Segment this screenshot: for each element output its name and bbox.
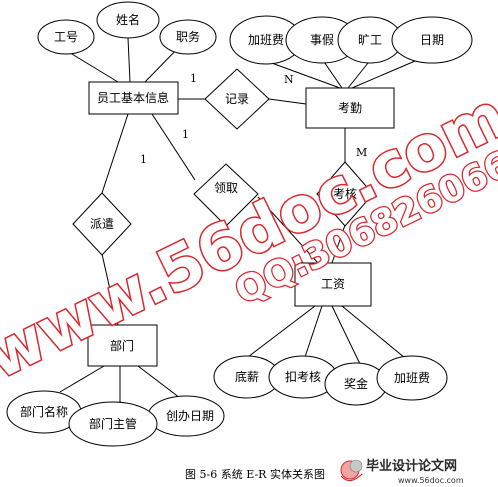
cardinality-receive-employee: 1 (182, 128, 189, 141)
brand-url: www.56doc.com (398, 476, 464, 485)
cardinality-assess-attendance: M (356, 146, 367, 159)
entity-attendance-label: 考勤 (338, 101, 362, 115)
line-department-attr-3 (137, 365, 181, 399)
entity-attendance (305, 87, 395, 129)
attr-employee-id (37, 19, 95, 55)
attr-department-manager-label: 部门主管 (89, 416, 137, 431)
attr-salary-deduct-label: 扣考核 (285, 370, 321, 384)
salary-attributes: 底薪 扣考核 奖金 加班费 (213, 355, 448, 406)
entity-department-label: 部门 (110, 338, 134, 353)
relationship-record (204, 68, 270, 130)
line-employee-receive (151, 113, 196, 181)
entity-salary (294, 262, 372, 307)
watermark-url: www.56doc.com (0, 78, 498, 393)
attr-employee-title-label: 职务 (176, 29, 200, 44)
brand-icon (340, 459, 363, 482)
relationship-receive-label: 领取 (214, 181, 238, 195)
line-salary-attr-1 (247, 305, 316, 358)
entity-department (87, 324, 158, 367)
entity-salary-label: 工资 (321, 277, 345, 291)
figure-caption: 图 5-6 系统 E-R 实体关系图 (185, 467, 325, 481)
relationship-dispatch (72, 192, 132, 256)
line-receive-salary (257, 196, 319, 264)
line-assess-salary (331, 224, 346, 264)
line-dispatch-department (101, 253, 119, 326)
attr-employee-title (159, 19, 217, 55)
line-salary-attr-2 (304, 305, 323, 358)
attr-department-creation-date-label: 创办日期 (166, 408, 214, 423)
relationship-assess (316, 161, 374, 227)
cardinality-receive-salary: N (284, 199, 294, 212)
relationship-receive (193, 163, 259, 227)
cardinality-record-attendance: N (284, 73, 294, 86)
line-salary-attr-4 (341, 305, 406, 359)
brand-name: 毕业设计论文网 (366, 458, 457, 474)
attr-salary-overtime (376, 355, 448, 401)
attr-department-name-label: 部门名称 (20, 404, 68, 419)
attr-salary-overtime-label: 加班费 (394, 371, 430, 385)
cardinality-labels: 1 N 1 N 1 N M (131, 72, 367, 301)
entity-employee-label: 员工基本信息 (97, 90, 169, 105)
attr-attendance-date-label: 日期 (420, 33, 444, 47)
line-employee-attr-2 (127, 37, 131, 83)
attr-employee-name-label: 姓名 (116, 12, 140, 27)
attr-attendance-leave-label: 事假 (310, 33, 334, 47)
cardinality-dispatch-department: N (131, 288, 141, 301)
attr-attendance-absent-label: 旷工 (358, 33, 382, 47)
attr-salary-base-label: 底薪 (235, 369, 259, 384)
cardinality-record-employee: 1 (190, 72, 197, 85)
relationship-assess-label: 考核 (333, 187, 357, 201)
line-salary-attr-3 (331, 305, 361, 365)
attr-attendance-date (391, 16, 473, 64)
attr-employee-name (96, 1, 160, 39)
line-record-attendance (268, 98, 307, 105)
relationship-record-label: 记录 (225, 92, 249, 106)
employee-attributes: 工号 姓名 职务 (37, 1, 217, 55)
line-department-attr-1 (59, 365, 105, 393)
entity-employee (88, 81, 179, 115)
line-employee-dispatch (101, 113, 129, 194)
attr-employee-id-label: 工号 (54, 30, 78, 44)
attendance-attributes: 加班费 事假 旷工 日期 (229, 15, 473, 65)
relationship-dispatch-label: 派遣 (90, 216, 114, 231)
line-attendance-attr-4 (351, 57, 423, 89)
attr-department-manager (68, 401, 158, 447)
watermark: www.56doc.com (0, 77, 498, 395)
brand-logo: 毕业设计论文网 www.56doc.com (340, 458, 464, 485)
department-attributes: 部门名称 创办日期 部门主管 (6, 390, 225, 447)
cardinality-dispatch-employee: 1 (140, 153, 147, 166)
attr-salary-bonus-label: 奖金 (344, 376, 368, 391)
attr-attendance-overtime-label: 加班费 (248, 33, 284, 47)
